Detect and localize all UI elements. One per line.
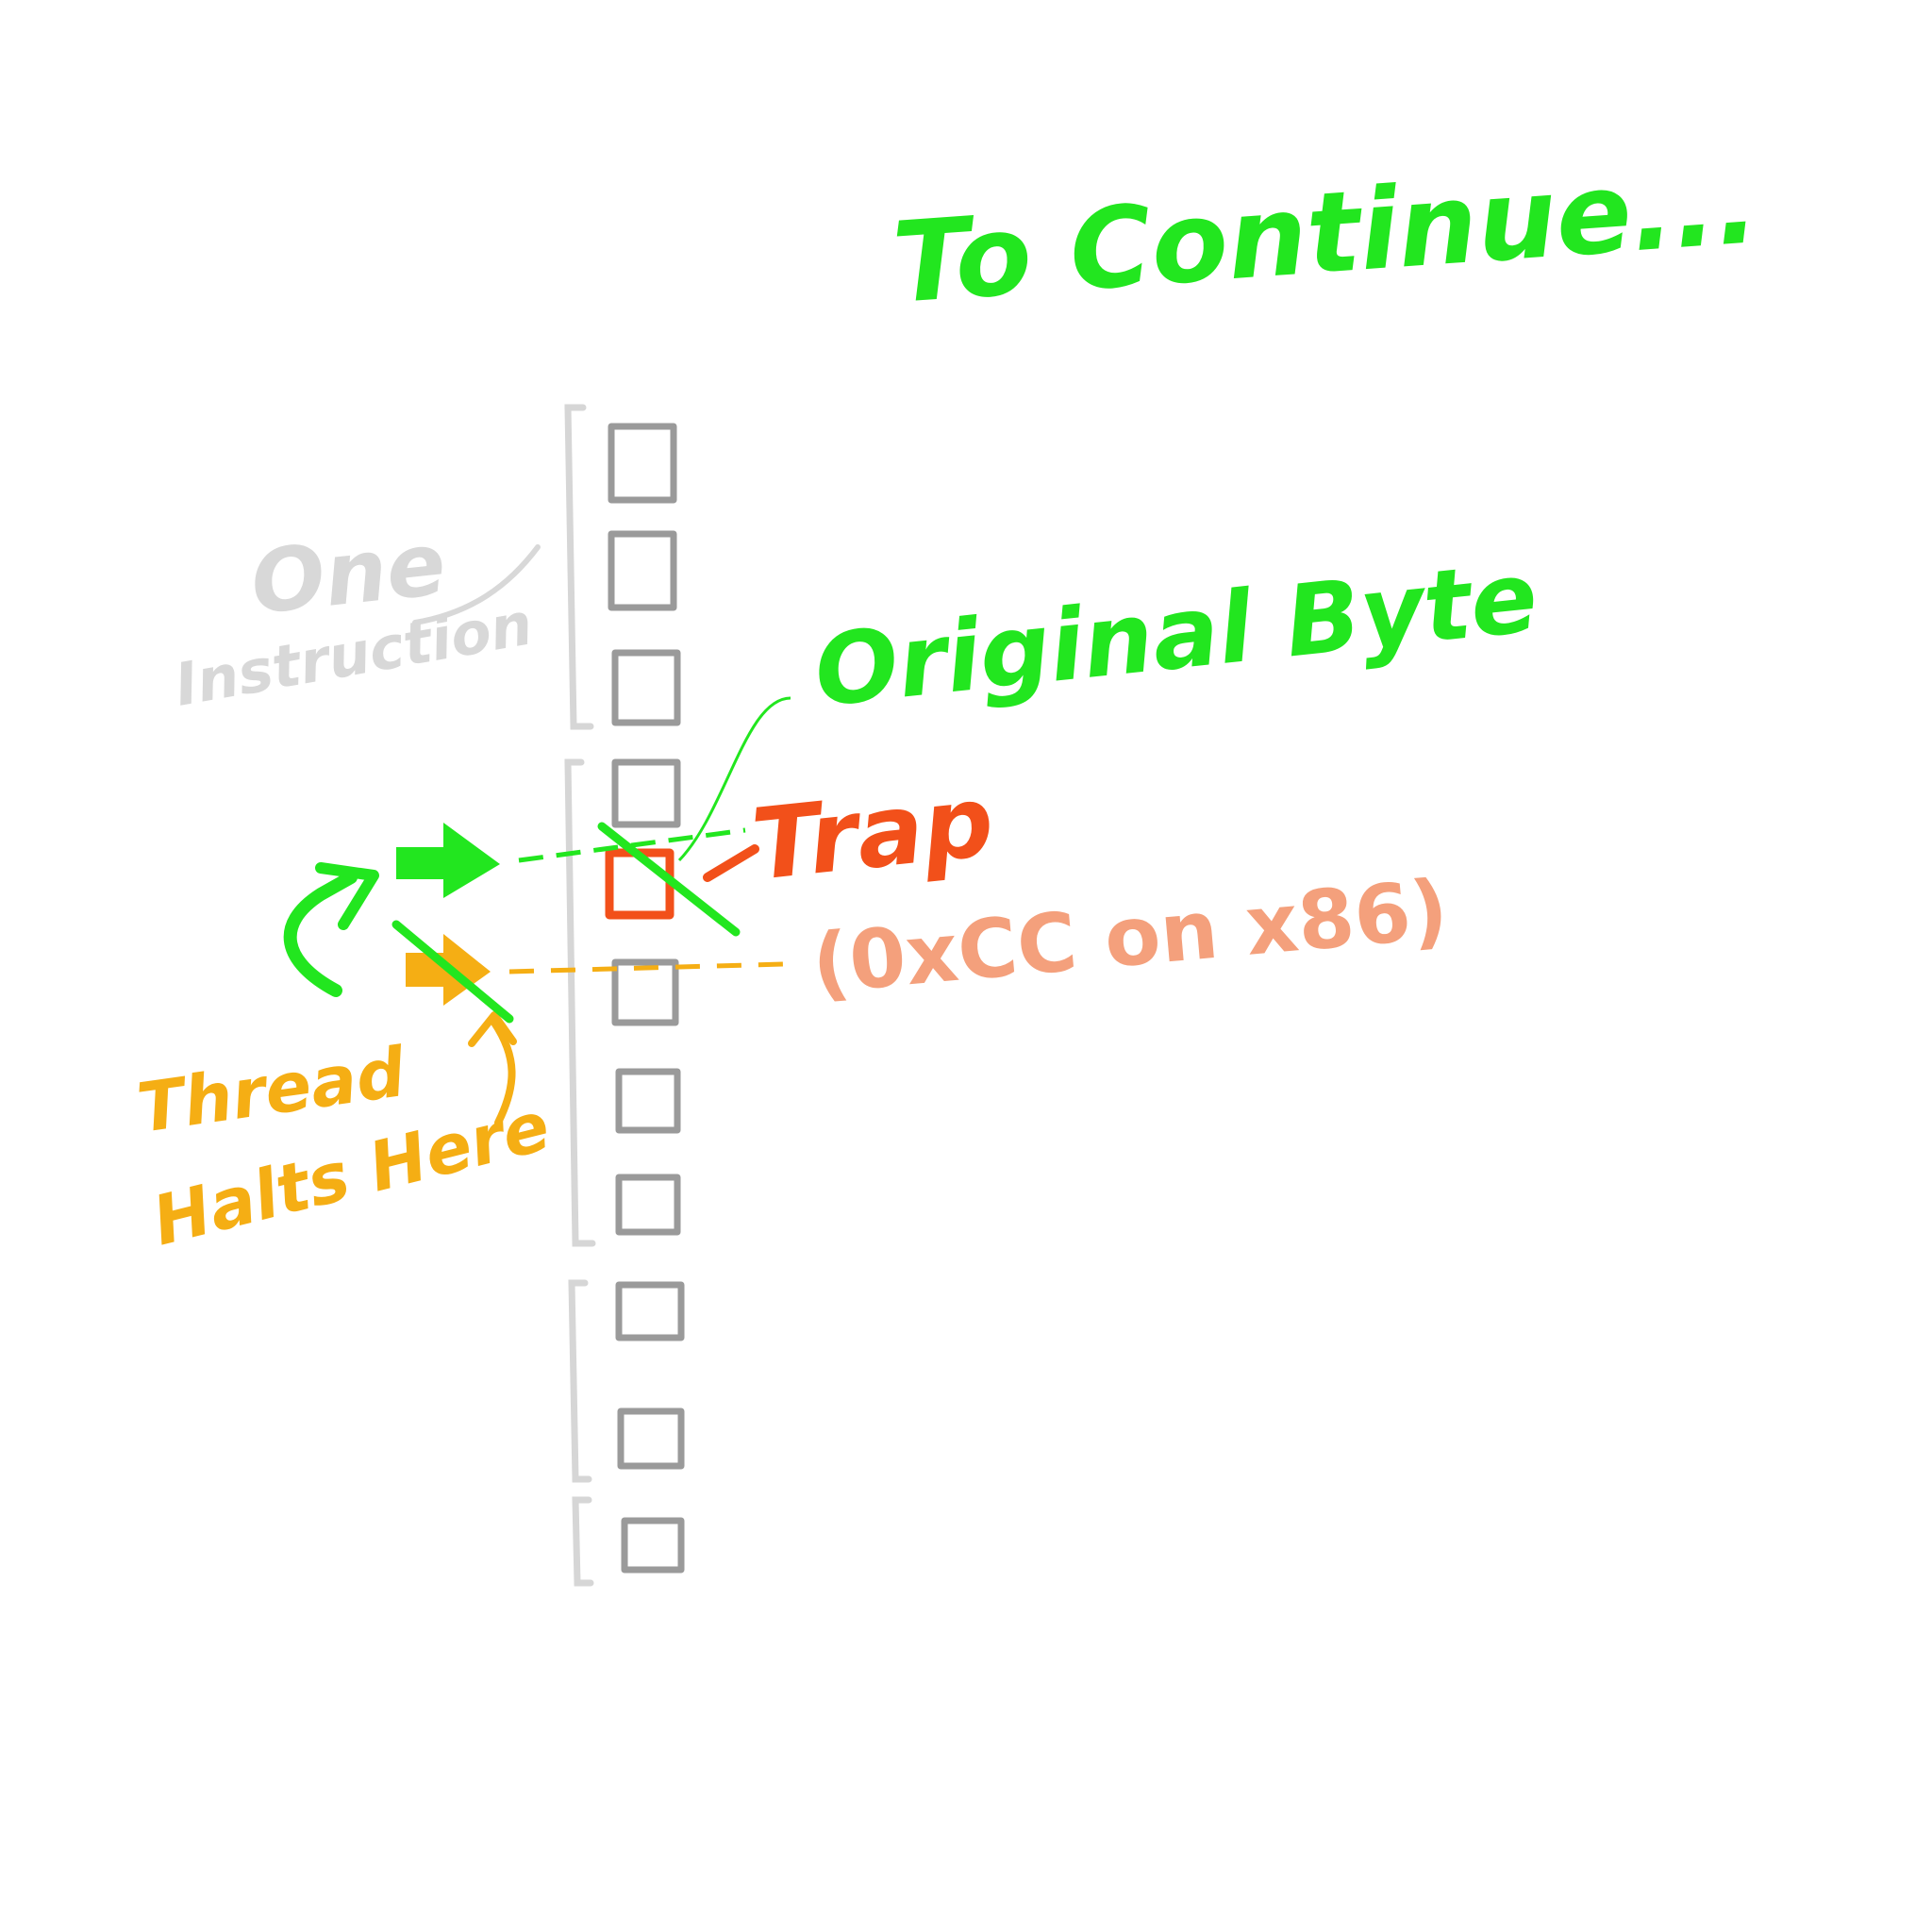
byte-cell-6 — [615, 1068, 681, 1134]
one-instruction-pointer — [412, 544, 541, 625]
byte-cell-0 — [608, 423, 677, 504]
arrow-right-icon — [396, 823, 500, 898]
thread-halts-label: Thread Halts Here — [133, 1032, 558, 1261]
instruction-bracket-4 — [572, 1496, 594, 1587]
trap-label: Trap — [747, 763, 999, 903]
strike-icon — [597, 822, 741, 937]
one-instruction-label: One Instruction — [170, 513, 538, 720]
byte-cell-10 — [621, 1517, 685, 1574]
byte-cell-trap — [605, 848, 675, 920]
byte-cell-3 — [611, 758, 681, 828]
curved-arrow-icon — [283, 871, 358, 997]
diagram-title: To Continue... — [889, 138, 1762, 328]
byte-cell-2 — [611, 649, 681, 726]
old-pointer-line — [508, 961, 784, 974]
original-byte-label: Original Byte — [809, 539, 1542, 729]
strike-icon — [391, 920, 514, 1024]
byte-cell-8 — [615, 1281, 685, 1341]
instruction-bracket-3 — [568, 1279, 592, 1483]
one-instruction-line1: One — [246, 513, 450, 634]
byte-cell-7 — [615, 1174, 681, 1236]
trap-dash — [703, 844, 759, 882]
byte-cell-9 — [617, 1407, 685, 1470]
old-pointer-arrow — [391, 920, 784, 1024]
byte-cell-1 — [608, 530, 677, 611]
instruction-bracket-1 — [564, 404, 594, 730]
curved-arrow-head — [315, 862, 379, 930]
thread-halts-pointer — [491, 1019, 516, 1126]
instruction-brackets — [564, 404, 596, 1587]
original-byte-leader — [677, 696, 791, 862]
instruction-bracket-2 — [564, 758, 596, 1247]
byte-cells — [605, 423, 685, 1574]
thread-halts-pointer-head — [468, 1011, 517, 1047]
byte-cell-5 — [611, 958, 679, 1026]
